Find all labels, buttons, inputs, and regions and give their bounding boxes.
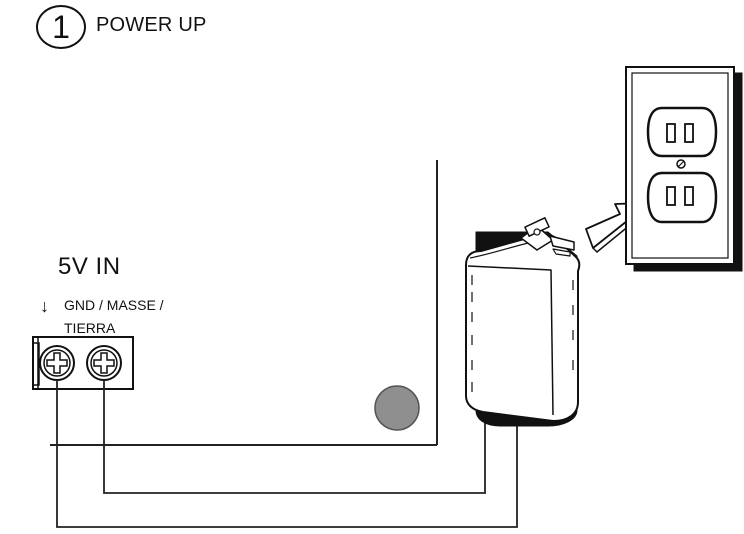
step-title: POWER UP bbox=[96, 14, 207, 36]
wall-outlet bbox=[625, 66, 743, 272]
input-title: 5V IN bbox=[58, 253, 121, 280]
device-panel bbox=[50, 160, 438, 446]
terminal-block bbox=[32, 336, 134, 390]
wires bbox=[56, 380, 518, 528]
terminal-screw-positive bbox=[86, 345, 122, 381]
tierra-label: TIERRA bbox=[64, 320, 116, 336]
ground-label: GND / MASSE / bbox=[64, 297, 164, 313]
ground-arrow-icon: ↓ bbox=[40, 296, 49, 316]
terminal-screw-ground bbox=[39, 345, 75, 381]
power-adapter bbox=[465, 217, 581, 427]
step-number-badge: 1 bbox=[36, 5, 86, 49]
step-number: 1 bbox=[52, 9, 70, 45]
status-indicator bbox=[374, 385, 420, 431]
